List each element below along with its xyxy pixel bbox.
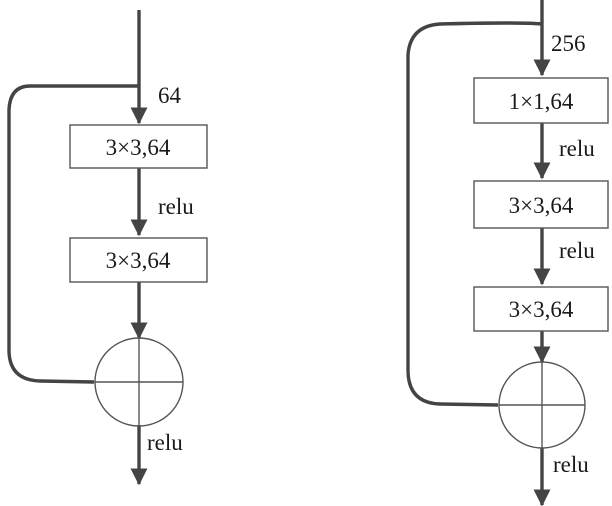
left-skip-connection bbox=[7, 84, 139, 384]
left-conv-box-2 bbox=[69, 237, 208, 283]
right-residual-block: 1×1,64 3×3,64 3×3,64 256 relu relu relu bbox=[406, 0, 609, 506]
left-residual-block: 3×3,64 3×3,64 64 relu relu bbox=[7, 10, 208, 486]
left-conv-label-1: 3×3,64 bbox=[106, 135, 171, 160]
right-output-activation-label: relu bbox=[553, 452, 589, 477]
right-skip-connection bbox=[406, 21, 543, 407]
right-input-channels-label: 256 bbox=[551, 31, 586, 56]
right-conv-box-3 bbox=[473, 286, 609, 332]
right-conv-label-1: 1×1,64 bbox=[509, 89, 574, 114]
left-sum-node bbox=[94, 337, 184, 427]
left-activation-label-1: relu bbox=[158, 194, 194, 219]
right-sum-node bbox=[498, 361, 586, 449]
right-conv-box-1 bbox=[473, 77, 609, 124]
right-conv-box-2 bbox=[473, 180, 609, 229]
left-conv-label-2: 3×3,64 bbox=[106, 248, 171, 273]
left-conv-box-1 bbox=[69, 124, 208, 169]
left-output-activation-label: relu bbox=[147, 430, 183, 455]
left-input-channels-label: 64 bbox=[158, 83, 182, 108]
right-conv-label-2: 3×3,64 bbox=[509, 193, 574, 218]
right-activation-label-2: relu bbox=[559, 238, 595, 263]
right-activation-label-1: relu bbox=[559, 136, 595, 161]
right-conv-label-3: 3×3,64 bbox=[509, 297, 574, 322]
